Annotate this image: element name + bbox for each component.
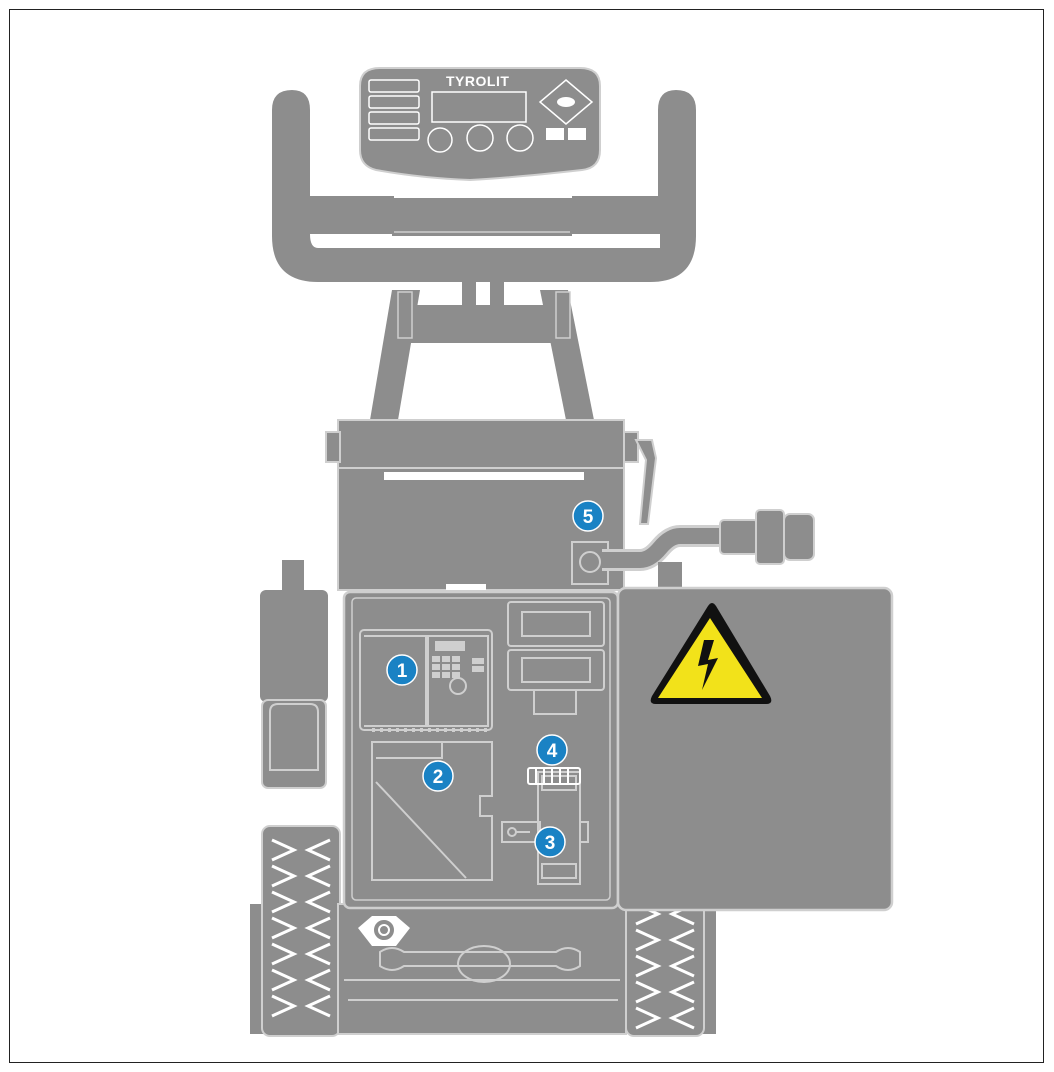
electrical-cabinet xyxy=(342,590,620,910)
diagram-frame xyxy=(9,9,1044,1063)
panel-button-6[interactable] xyxy=(568,128,586,140)
panel-button-1[interactable] xyxy=(368,79,420,93)
callout-3: 3 xyxy=(534,826,566,858)
callout-2-label: 2 xyxy=(433,767,444,788)
callout-4-label: 4 xyxy=(547,741,558,762)
left-track xyxy=(250,825,341,1037)
side-motor xyxy=(260,560,328,789)
handle-bar xyxy=(272,90,696,282)
panel-button-5[interactable] xyxy=(546,128,564,140)
callout-5: 5 xyxy=(572,500,604,532)
terminal-block xyxy=(527,767,581,785)
lower-base xyxy=(337,903,627,1035)
water-connector[interactable] xyxy=(358,916,410,946)
panel-dpad[interactable] xyxy=(538,79,594,125)
high-voltage-warning-icon xyxy=(650,603,772,704)
handle-clamp xyxy=(392,198,572,236)
callout-2: 2 xyxy=(422,760,454,792)
handle-assembly xyxy=(272,90,696,420)
panel-display xyxy=(431,91,527,123)
power-plug[interactable] xyxy=(719,509,815,565)
callout-4: 4 xyxy=(536,734,568,766)
body-lever[interactable] xyxy=(634,439,658,525)
panel-knob-3[interactable] xyxy=(506,124,534,152)
power-cable xyxy=(571,509,815,592)
frequency-converter xyxy=(359,629,493,732)
callout-5-label: 5 xyxy=(583,507,594,528)
cabinet-door[interactable] xyxy=(616,586,894,912)
brand-label: TYROLIT xyxy=(446,73,509,89)
contactor xyxy=(507,601,605,715)
panel-knob-2[interactable] xyxy=(466,124,494,152)
mast-crossbar xyxy=(408,305,558,343)
callout-1: 1 xyxy=(386,654,418,686)
panel-knob-1[interactable] xyxy=(427,127,453,153)
panel-dpad-center[interactable] xyxy=(557,97,575,107)
control-panel: TYROLIT xyxy=(359,67,601,182)
panel-button-2[interactable] xyxy=(368,95,420,109)
transformer xyxy=(371,741,493,881)
panel-button-4[interactable] xyxy=(368,127,420,141)
callout-3-label: 3 xyxy=(545,833,556,854)
callout-1-label: 1 xyxy=(397,661,408,682)
panel-button-3[interactable] xyxy=(368,111,420,125)
